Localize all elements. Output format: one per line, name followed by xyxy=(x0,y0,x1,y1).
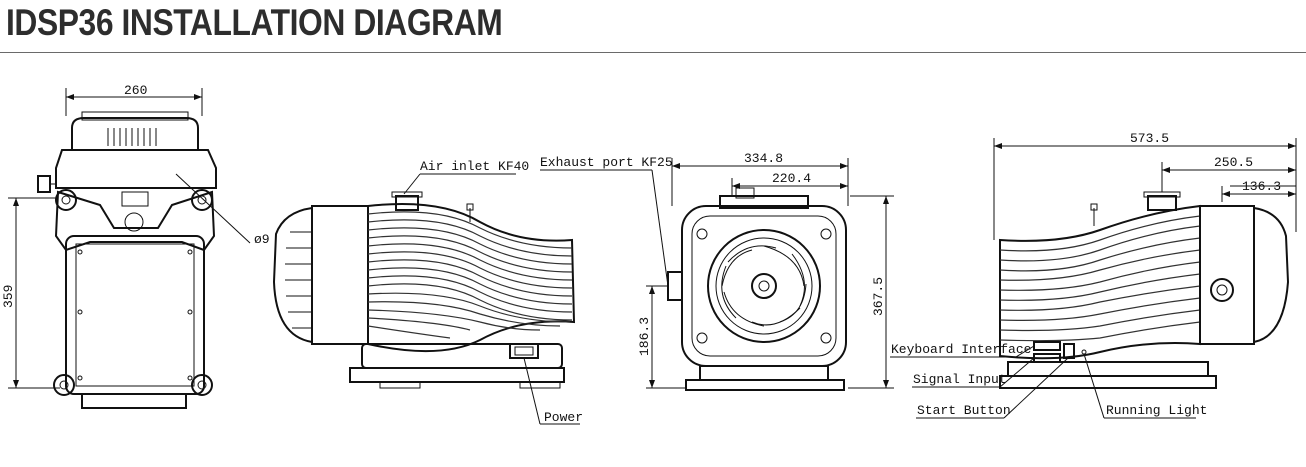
callout-labels: Air inlet KF40 Exhaust port KF25 Power K… xyxy=(420,155,1207,425)
end-view xyxy=(540,158,894,391)
side-view xyxy=(272,173,580,425)
title-underline xyxy=(0,52,1306,53)
dim-end-inner-width: 220.4 xyxy=(772,171,811,186)
label-air-inlet: Air inlet KF40 xyxy=(420,159,529,174)
rear-view xyxy=(890,138,1297,419)
label-exhaust-port: Exhaust port KF25 xyxy=(540,155,673,170)
dimension-labels: 260 359 ø9 334.8 220.4 367.5 186.3 573.5… xyxy=(1,83,1281,356)
dim-rear-port-offset: 136.3 xyxy=(1242,179,1281,194)
label-keyboard-interface: Keyboard Interface xyxy=(891,342,1031,357)
dim-end-axis-height: 186.3 xyxy=(637,317,652,356)
label-start-button: Start Button xyxy=(917,403,1011,418)
dim-front-height: 359 xyxy=(1,285,16,308)
label-running-light: Running Light xyxy=(1106,403,1207,418)
dim-hole-dia: ø9 xyxy=(254,232,270,247)
dim-rear-inlet-offset: 250.5 xyxy=(1214,155,1253,170)
dim-rear-length: 573.5 xyxy=(1130,131,1169,146)
page-title: IDSP36 INSTALLATION DIAGRAM xyxy=(6,2,503,43)
dim-front-width: 260 xyxy=(124,83,147,98)
label-power: Power xyxy=(544,410,583,425)
label-signal-input: Signal Input xyxy=(913,372,1007,387)
dim-end-height: 367.5 xyxy=(871,277,886,316)
dim-end-width: 334.8 xyxy=(744,151,783,166)
front-view xyxy=(8,88,251,409)
